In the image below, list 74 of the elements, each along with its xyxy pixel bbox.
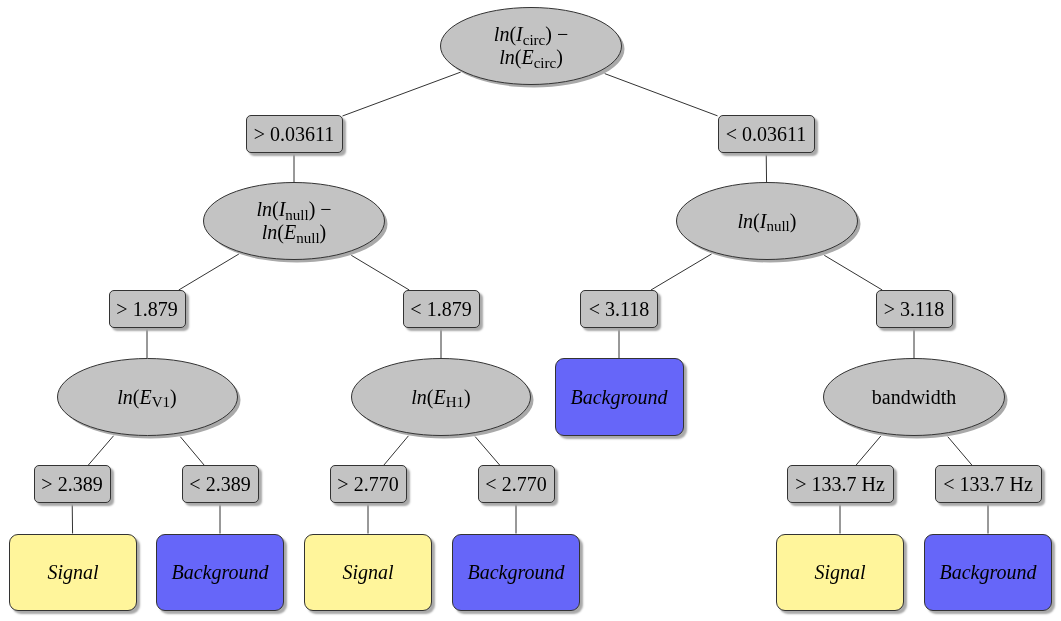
connector-line xyxy=(219,502,221,534)
connector-line xyxy=(178,253,240,291)
connector-line xyxy=(342,71,462,117)
connector-line xyxy=(350,254,410,291)
feature-label: ln(I$_{null}$) − ln(E$_{null}$) xyxy=(255,198,333,244)
connector-line xyxy=(367,502,369,534)
threshold-box xyxy=(477,465,555,503)
leaf-box xyxy=(924,533,1052,611)
leaf-box xyxy=(156,533,284,611)
threshold-box xyxy=(717,115,815,153)
connector-line xyxy=(823,254,883,291)
connector-line xyxy=(604,73,718,117)
threshold-label: < 133.7 Hz xyxy=(943,472,1033,496)
class-label: Background xyxy=(467,560,565,584)
connector-line xyxy=(146,327,148,359)
feature-ellipse xyxy=(676,182,861,263)
class-label: Background xyxy=(171,560,269,584)
feature-label: ln(I$_{null}$) xyxy=(736,209,798,233)
class-label: Signal xyxy=(814,560,866,584)
connector-line xyxy=(947,436,973,466)
threshold-label: < 1.879 xyxy=(410,297,472,321)
class-label: Background xyxy=(570,385,668,409)
threshold-box xyxy=(329,465,407,503)
threshold-label: > 3.118 xyxy=(883,297,945,321)
connector-line xyxy=(87,435,115,466)
threshold-box xyxy=(934,465,1042,503)
connector-line xyxy=(765,152,768,183)
leaf-box xyxy=(304,533,432,611)
connector-line xyxy=(474,436,501,466)
leaf-box xyxy=(452,533,580,611)
threshold-box xyxy=(786,465,894,503)
threshold-box xyxy=(580,290,658,328)
threshold-label: < 0.03611 xyxy=(725,122,807,146)
leaf-box xyxy=(554,358,684,436)
threshold-box xyxy=(33,465,111,503)
threshold-label: < 2.389 xyxy=(189,472,251,496)
feature-label: ln(E$_{V1}$) xyxy=(116,385,178,409)
class-label: Background xyxy=(939,560,1037,584)
threshold-label: < 3.118 xyxy=(588,297,650,321)
threshold-box xyxy=(245,115,343,153)
threshold-label: < 2.770 xyxy=(485,472,547,496)
class-label: Signal xyxy=(342,560,394,584)
threshold-label: > 0.03611 xyxy=(253,122,335,146)
connector-line xyxy=(618,327,620,359)
leaf-box xyxy=(776,533,904,611)
feature-ellipse xyxy=(56,358,241,439)
feature-label: ln(E$_{H1}$) xyxy=(410,385,472,409)
threshold-box xyxy=(875,290,953,328)
threshold-box xyxy=(402,290,480,328)
threshold-label: > 2.770 xyxy=(337,472,399,496)
threshold-label: > 133.7 Hz xyxy=(795,472,885,496)
threshold-box xyxy=(108,290,186,328)
connector-line xyxy=(440,327,442,359)
class-label: Signal xyxy=(47,560,99,584)
feature-ellipse xyxy=(823,358,1008,439)
connector-line xyxy=(839,502,841,534)
connector-line xyxy=(383,435,409,466)
connector-line xyxy=(179,436,205,466)
feature-ellipse xyxy=(440,7,625,88)
connector-line xyxy=(515,502,517,534)
connector-line xyxy=(987,502,989,534)
feature-label: ln(I$_{circ}$) − ln(E$_{circ}$) xyxy=(492,23,570,69)
leaf-box xyxy=(9,533,137,611)
connector-line xyxy=(650,253,713,291)
feature-ellipse xyxy=(351,358,534,439)
threshold-box xyxy=(181,465,259,503)
feature-label: bandwidth xyxy=(870,385,958,409)
connector-line xyxy=(913,327,915,359)
threshold-label: > 2.389 xyxy=(41,472,103,496)
connector-line xyxy=(71,502,74,534)
threshold-label: > 1.879 xyxy=(116,297,178,321)
connector-line xyxy=(293,152,295,183)
connector-line xyxy=(855,435,882,466)
feature-ellipse xyxy=(203,182,388,263)
